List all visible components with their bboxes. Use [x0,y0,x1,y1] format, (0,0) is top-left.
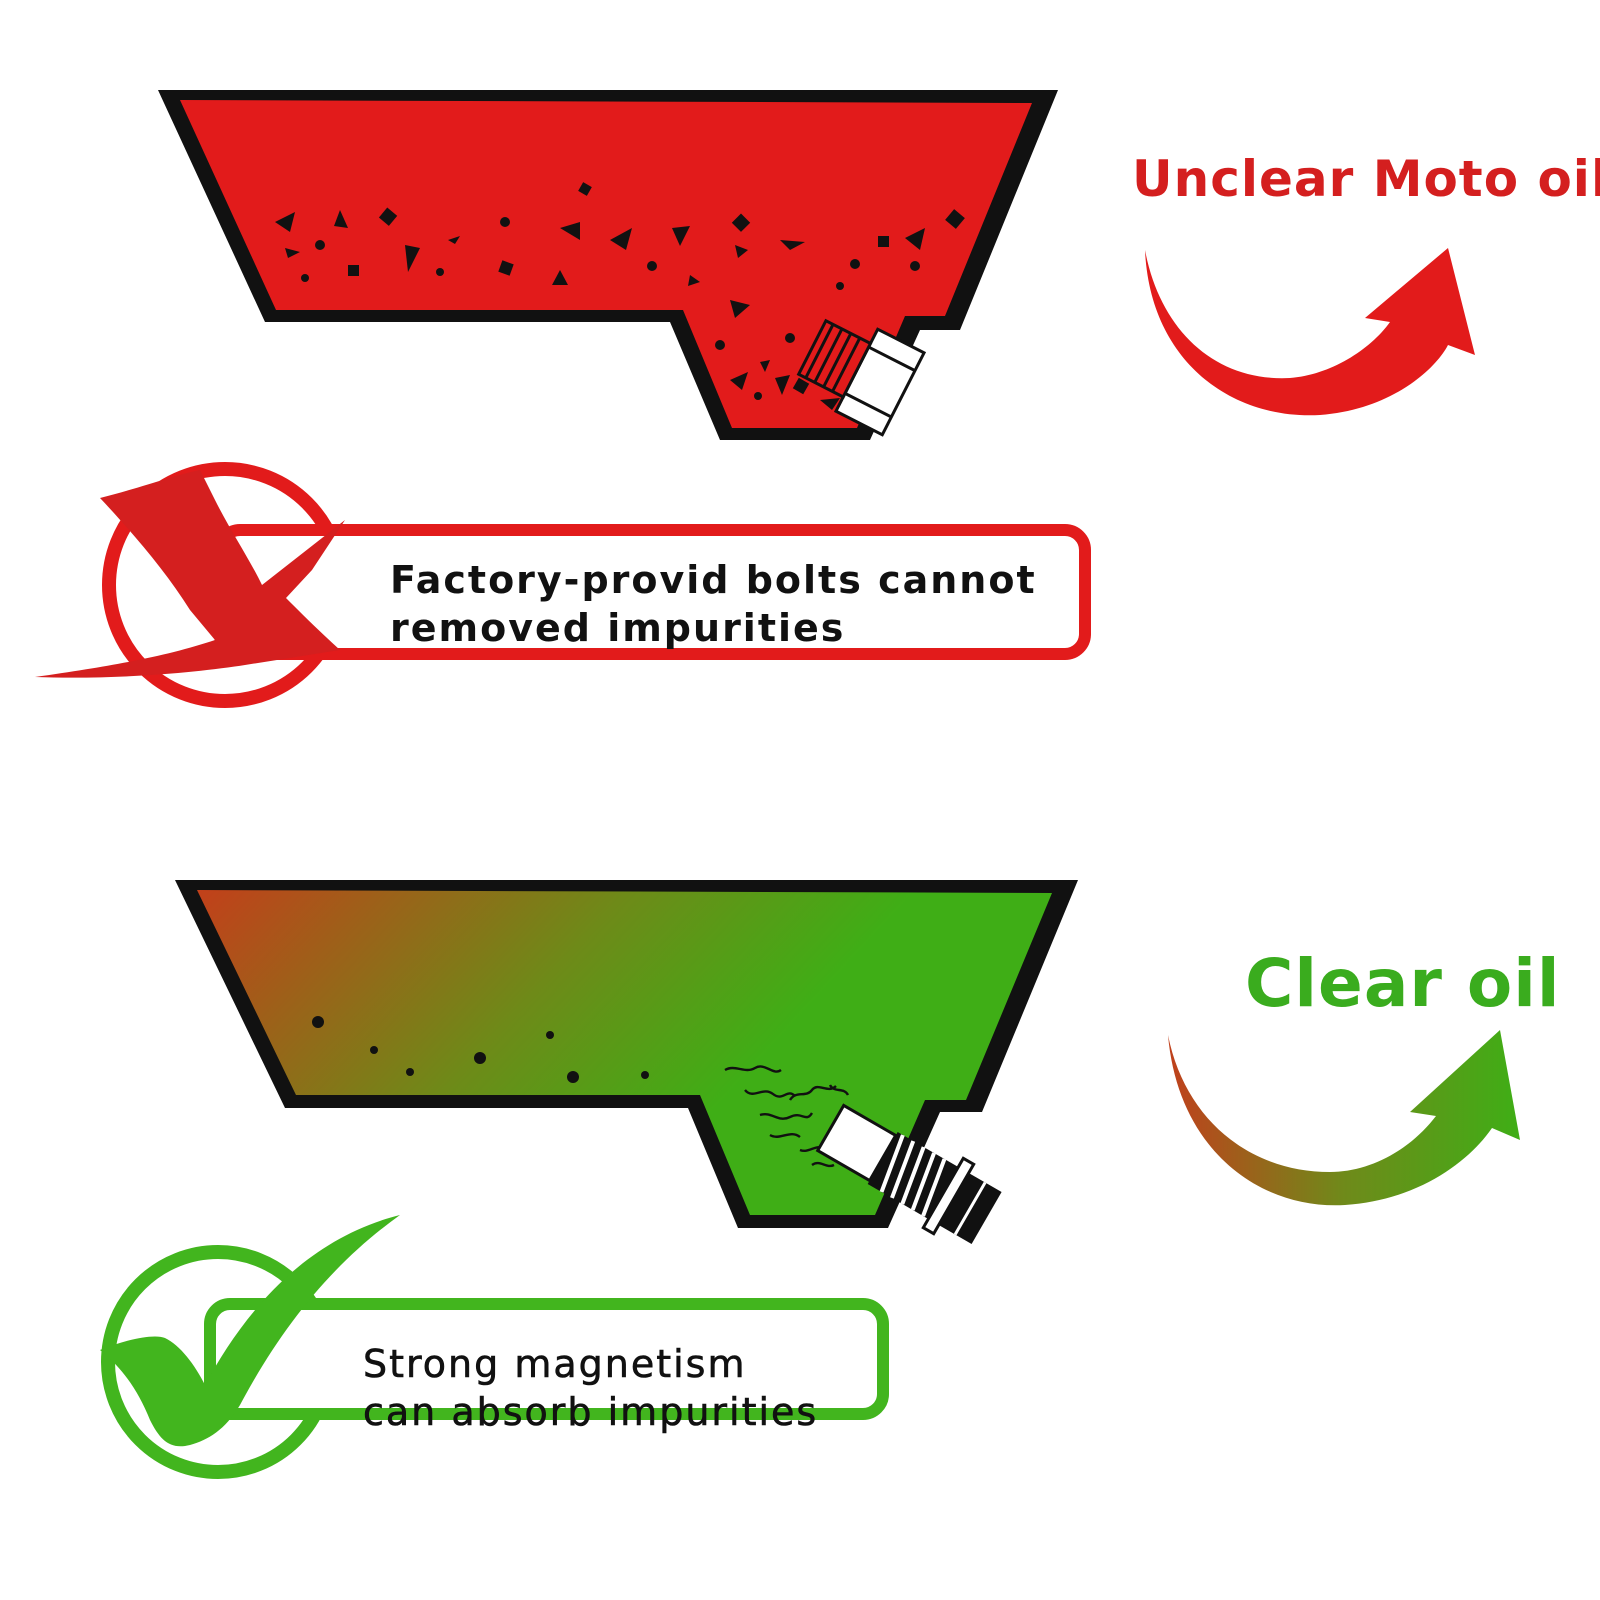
clean-oil-pan [175,880,1078,1244]
dirty-oil-title: Unclear Moto oil [1132,150,1600,208]
check-icon [100,1215,889,1479]
dirty-oil-note: Factory-provid bolts cannot removed impu… [390,556,1037,652]
note-line-1: Factory-provid bolts cannot [390,558,1037,602]
clean-oil-title: Clear oil [1245,945,1561,1022]
curved-arrow-icon [1168,1030,1520,1206]
curved-arrow-icon [1145,248,1475,416]
note-box-good [204,1298,889,1420]
impurity-particles [275,182,965,410]
cross-icon [35,462,1091,708]
note-line-1: Strong magnetism [363,1342,747,1387]
magnetic-drain-bolt-icon [815,1103,1002,1244]
drain-bolt-icon [796,318,927,437]
dirty-oil-pan [158,90,1058,440]
remaining-particles [312,1016,649,1083]
note-line-2: can absorb impurities [363,1390,819,1435]
clean-oil-note: Strong magnetism can absorb impurities [363,1340,818,1436]
note-line-2: removed impurities [390,606,846,650]
